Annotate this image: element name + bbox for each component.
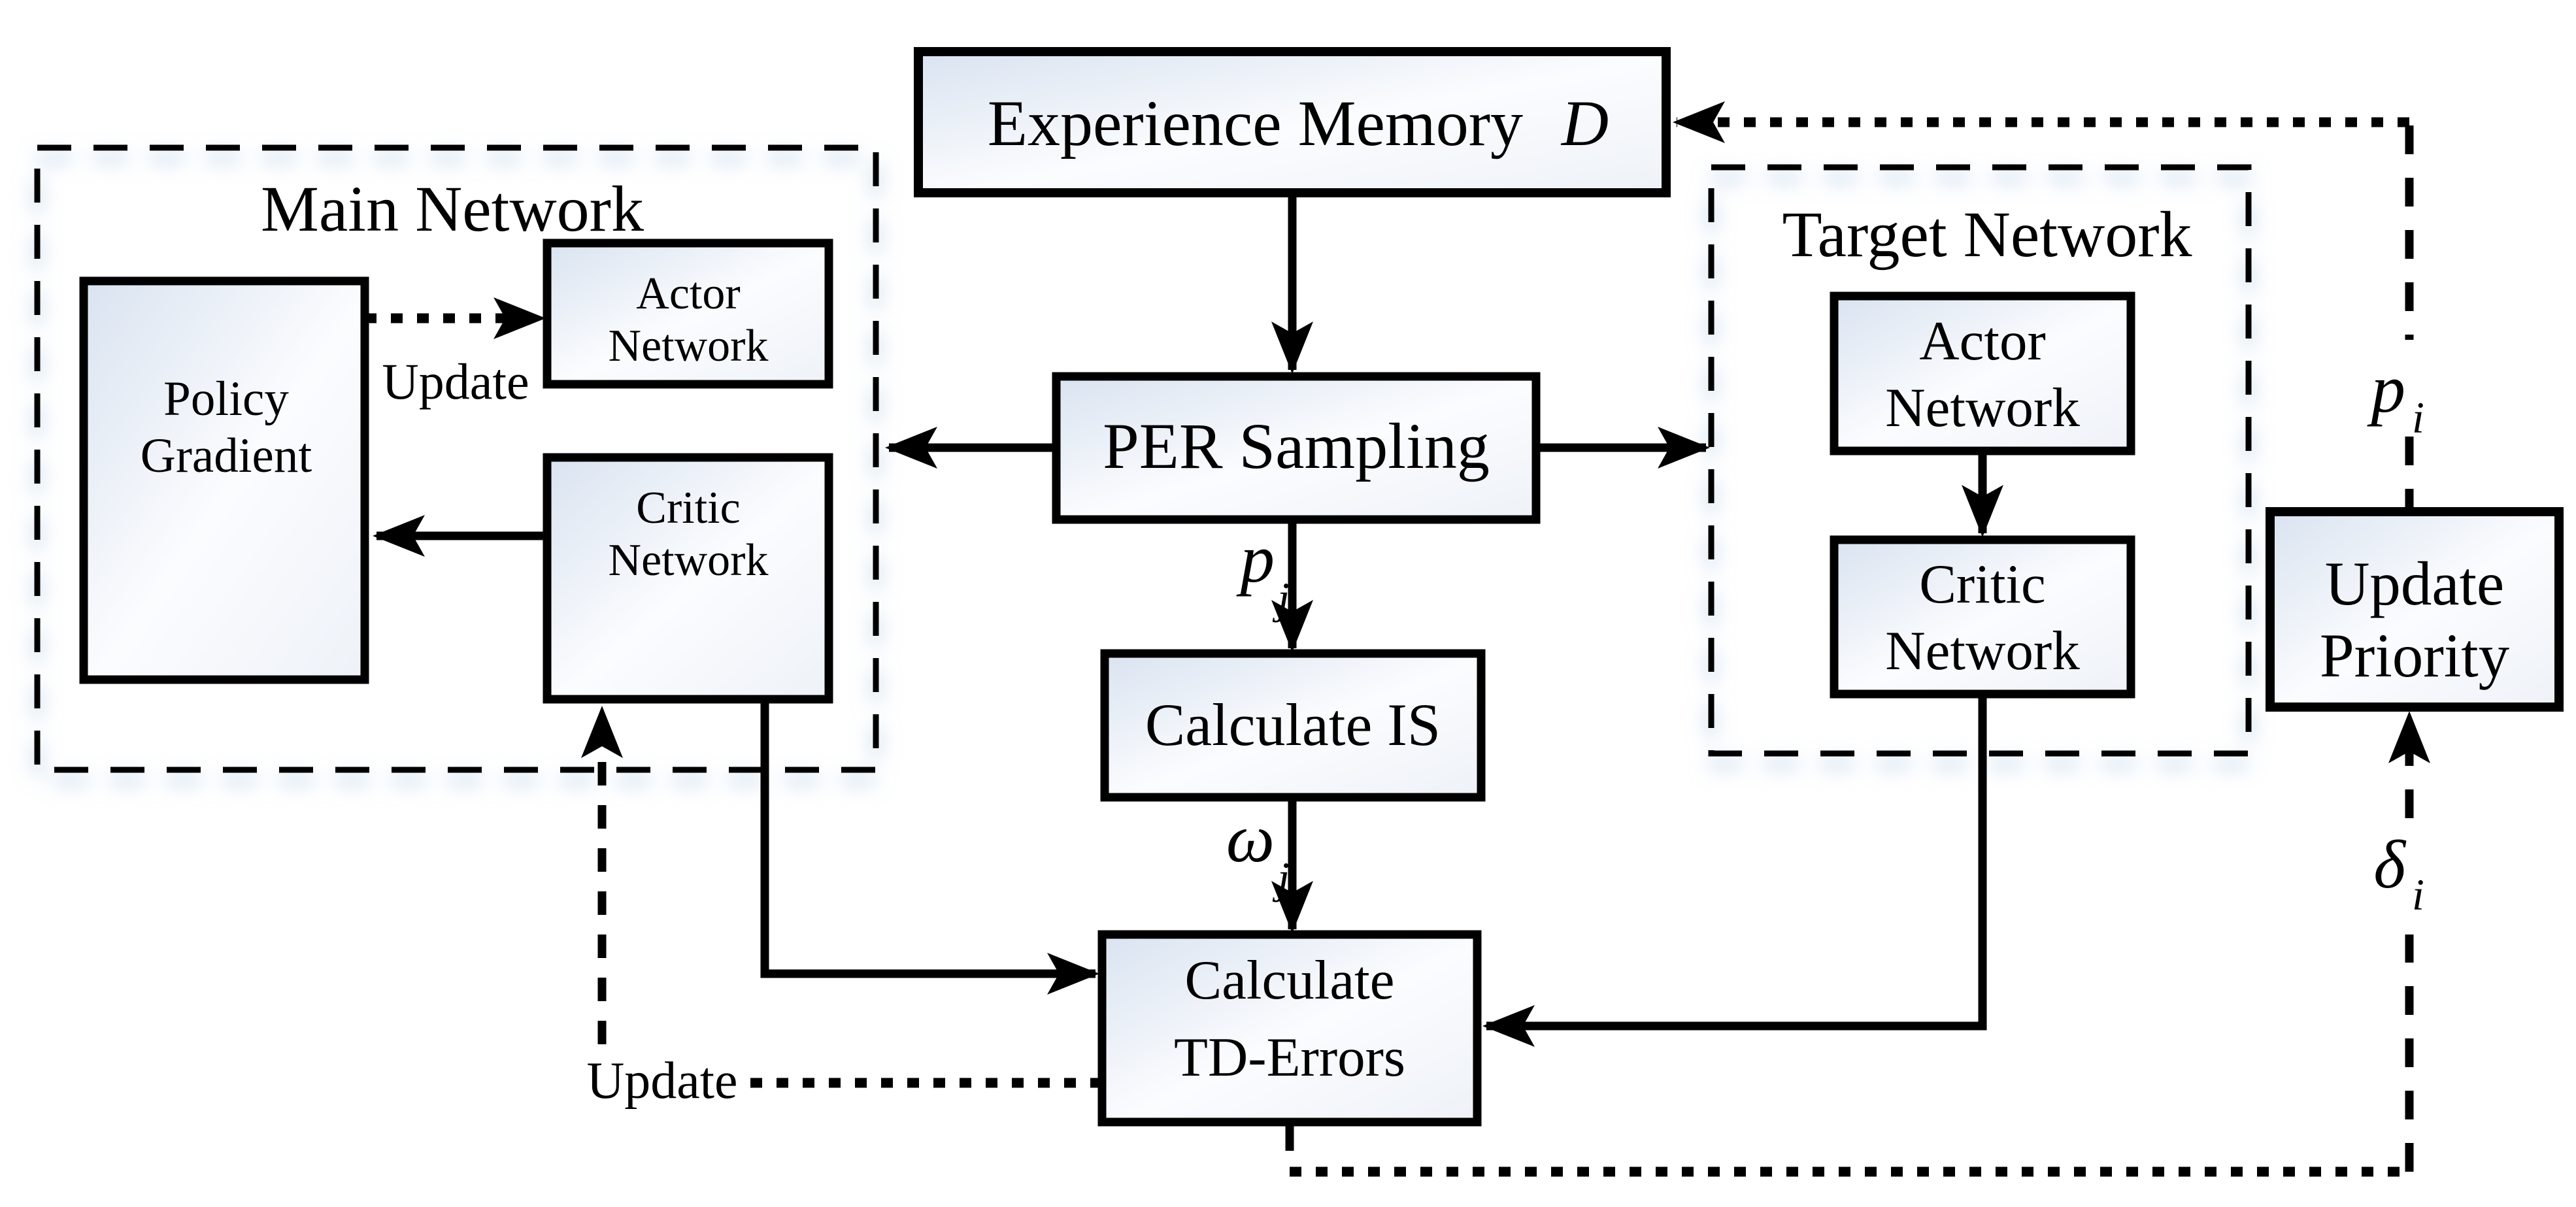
main-network-border [34,144,879,773]
target-network-container: Target Network [1708,164,2252,757]
critic-target-line1: Critic [1919,554,2046,615]
main-network-title: Main Network [261,173,644,245]
critic-main-box [543,453,833,704]
node-experience-memory: Experience Memory D [914,47,1671,197]
actor-target-line1: Actor [1919,310,2046,372]
calculate-td-errors-line1: Calculate [1185,950,1395,1011]
p-j-subscript: j [1272,573,1290,623]
node-policy-gradient: Policy Gradient [79,276,369,684]
node-critic-target: Critic Network [1830,535,2135,699]
calculate-td-errors-box [1097,930,1482,1127]
per-sampling-box [1052,372,1541,524]
actor-main-box [543,239,833,389]
actor-main-line1: Actor [636,269,740,319]
critic-main-line1: Critic [636,483,740,533]
dashed-edges [365,101,2430,1177]
per-sampling-label: PER Sampling [1103,410,1490,482]
critic-main-line2: Network [609,535,769,586]
experience-memory-box [914,47,1671,197]
solid-edges [373,193,2003,1047]
calculate-td-errors-line2: TD-Errors [1174,1027,1405,1088]
omega-j-subscript: j [1272,853,1290,902]
main-network-container: Main Network [34,144,879,773]
critic-target-box [1830,535,2135,699]
calculate-is-box [1100,649,1486,802]
policy-gradient-box [79,276,369,684]
p-i-subscript: i [2412,393,2424,442]
node-per-sampling: PER Sampling [1052,372,1541,524]
node-actor-main: Actor Network [543,239,833,389]
update-priority-line2: Priority [2320,621,2510,690]
update-priority-line1: Update [2325,549,2504,618]
omega-j-label: ω [1226,800,1275,876]
calculate-is-label: Calculate IS [1145,691,1441,758]
delta-i-subscript: i [2412,870,2424,919]
edge-labels: Update Update p j ω j p i δ i [382,350,2424,1110]
actor-target-box [1830,291,2135,455]
experience-memory-label-d: D [1560,87,1609,159]
target-network-title: Target Network [1782,198,2192,271]
update-priority-box [2266,507,2564,712]
critic-target-line2: Network [1885,620,2080,682]
node-calculate-is: Calculate IS [1100,649,1486,802]
node-critic-main: Critic Network [543,453,833,704]
node-calculate-td-errors: Calculate TD-Errors [1097,930,1482,1127]
policy-gradient-line2: Gradient [141,429,312,483]
p-i-label: p [2367,350,2406,427]
arrow-target-critic-to-td [1482,694,1987,1047]
policy-gradient-line1: Policy [163,372,289,426]
delta-i-label: δ [2373,826,2407,902]
node-actor-target: Actor Network [1830,291,2135,455]
update-critic-label: Update [586,1052,737,1110]
p-j-label: p [1236,520,1275,597]
arrow-main-critic-to-td [760,699,1099,995]
node-update-priority: Update Priority [2266,507,2564,712]
actor-target-line2: Network [1885,377,2080,438]
actor-main-line2: Network [609,321,769,371]
update-actor-label: Update [382,353,529,410]
experience-memory-label: Experience Memory [988,87,1523,159]
